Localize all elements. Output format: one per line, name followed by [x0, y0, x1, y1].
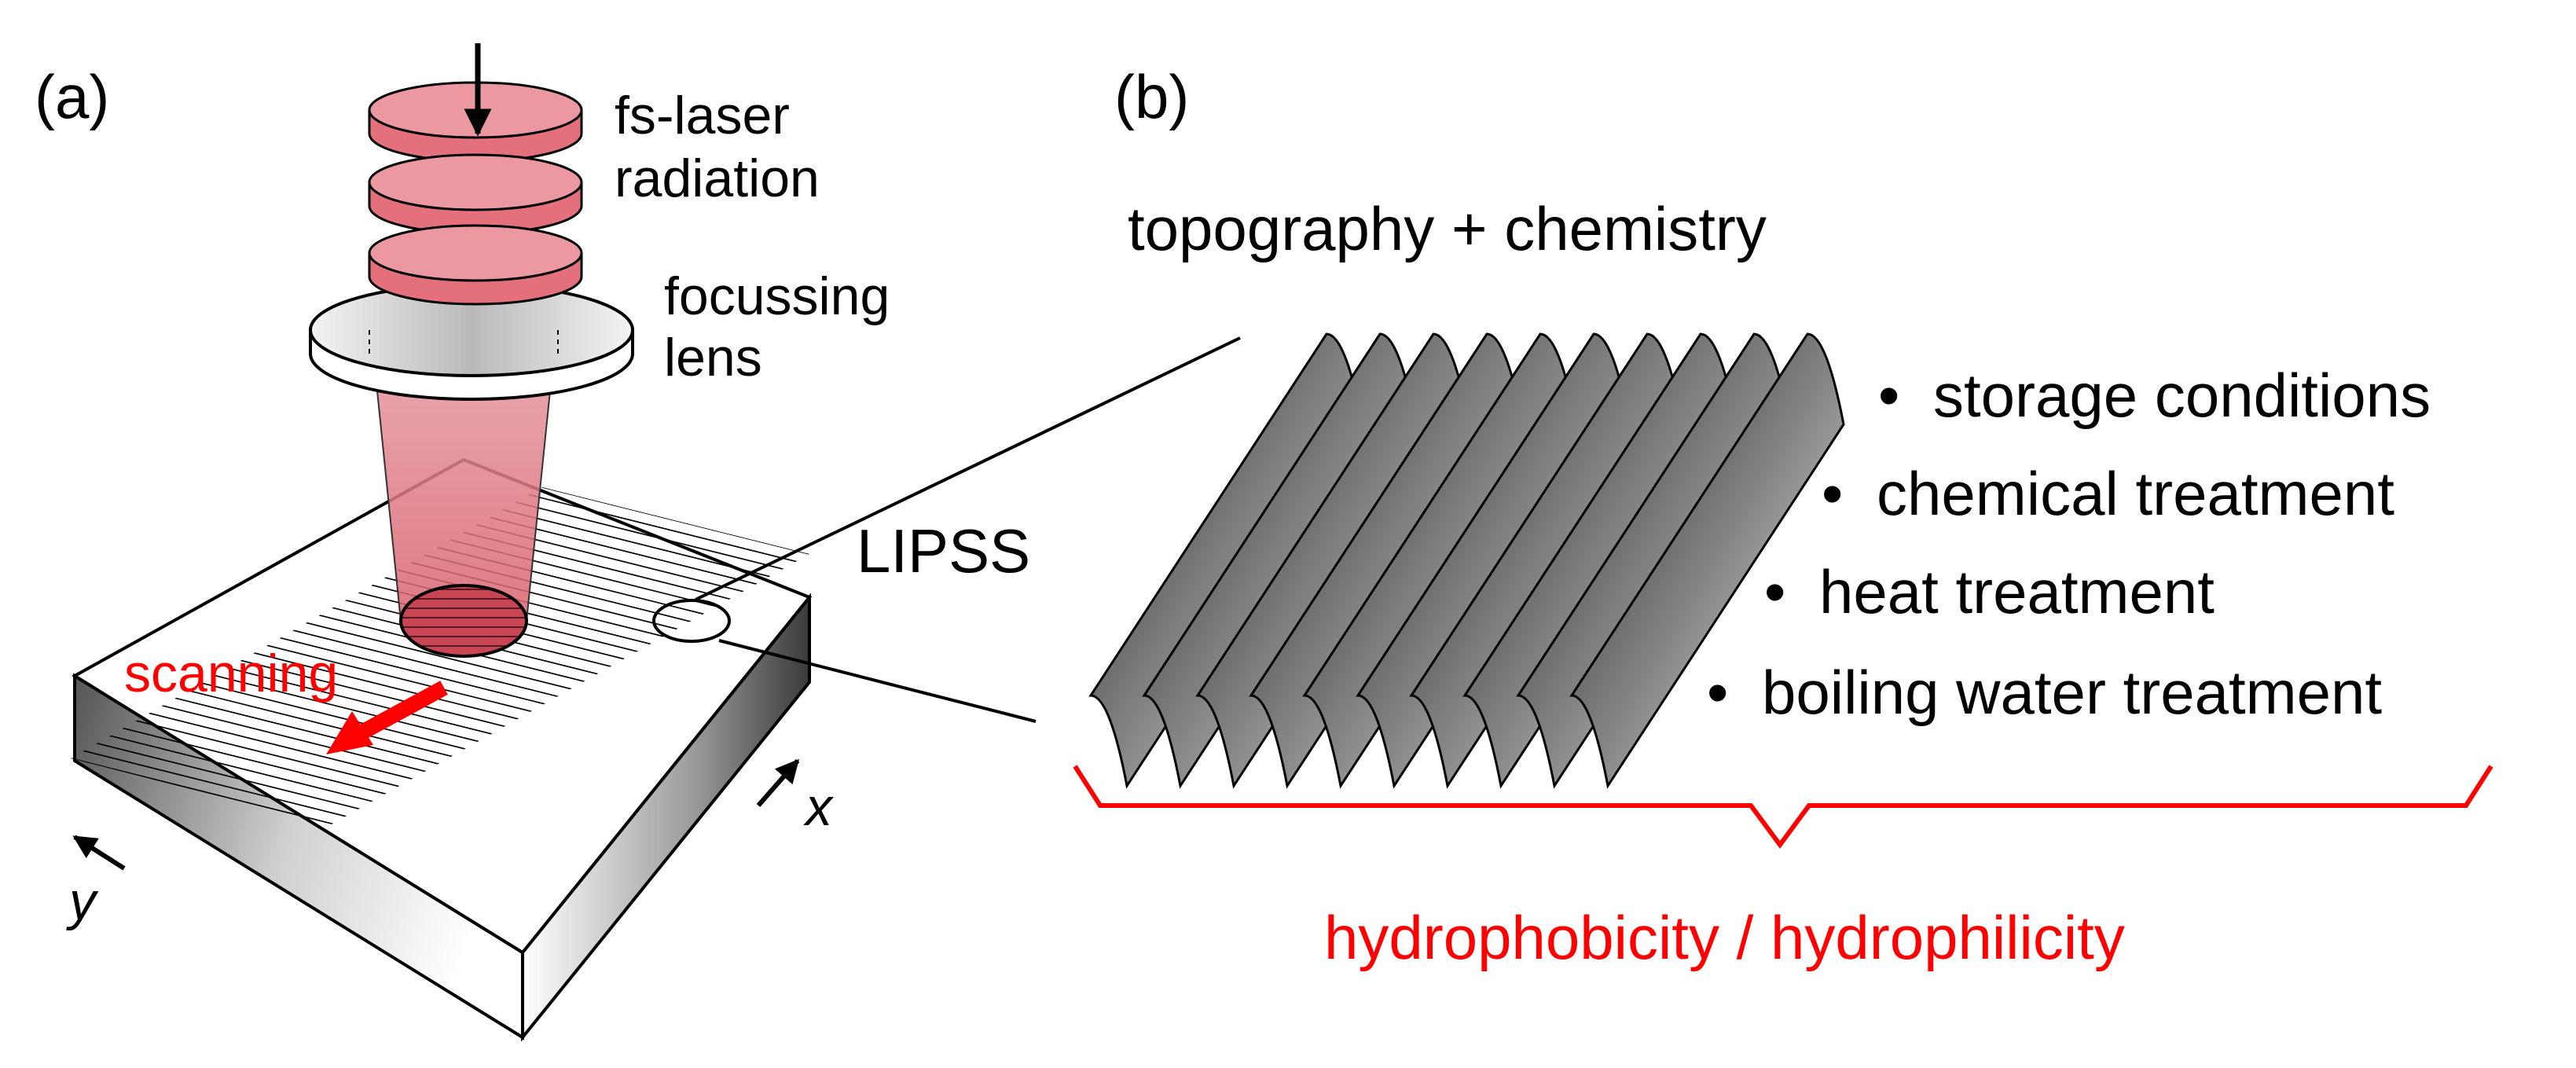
list-item-text: boiling water treatment [1762, 658, 2382, 727]
list-item: • chemical treatment [1822, 459, 2394, 528]
lipss-surface [1088, 332, 1845, 789]
list-item: • storage conditions [1878, 361, 2431, 430]
lipss-hatch-line [71, 731, 766, 825]
focusing-lens [309, 283, 634, 401]
lens-label-line2: lens [664, 328, 762, 387]
panel-b-title: topography + chemistry [1128, 194, 1767, 263]
laser-disk [368, 153, 583, 235]
lipss-hatch-line [266, 487, 809, 630]
red-brace [1073, 765, 2493, 850]
list-item-text: heat treatment [1819, 557, 2215, 626]
lipss-hatch-line [257, 487, 809, 639]
result-label: hydrophobicity / hydrophilicity [1324, 903, 2125, 972]
bullet-icon: • [1878, 361, 1899, 430]
ripple-ridge [1569, 332, 1845, 789]
bullet-icon: • [1822, 459, 1843, 528]
lipss-hatch-line [274, 487, 809, 622]
list-item: • heat treatment [1764, 557, 2215, 626]
magnification-spot [652, 599, 731, 643]
laser-label: fs-laser [615, 86, 790, 145]
panel-b-label: (b) [1114, 62, 1189, 131]
scanning-arrow [326, 681, 448, 754]
laser-disk [368, 224, 583, 306]
axis-x-arrow [756, 758, 800, 807]
laser-spot [399, 584, 528, 658]
axis-y-arrow [72, 835, 126, 871]
zoom-line-bottom [718, 639, 1037, 723]
panel-a-label: (a) [35, 62, 109, 131]
panel-b: (b) topography + chemistry LIPSS [695, 62, 2493, 972]
block-top-face [72, 457, 813, 955]
zoom-line-top [695, 336, 1241, 601]
axis-x-label: x [803, 777, 834, 837]
bullet-icon: • [1707, 658, 1728, 727]
lipss-hatch-line [248, 487, 809, 648]
list-item: • boiling water treatment [1707, 658, 2382, 727]
laser-radiation [368, 43, 583, 306]
list-item-text: storage conditions [1933, 361, 2431, 430]
list-item-text: chemical treatment [1877, 459, 2394, 528]
treatment-list: • storage conditions • chemical treatmen… [1707, 361, 2431, 727]
panel-a: (a) [35, 43, 890, 1042]
scanning-label: scanning [124, 644, 338, 703]
axis-y-label: y [66, 872, 99, 931]
lipss-label: LIPSS [857, 516, 1030, 585]
bullet-icon: • [1764, 557, 1785, 626]
laser-label-line2: radiation [615, 149, 820, 208]
lens-label: focussing [664, 266, 890, 326]
